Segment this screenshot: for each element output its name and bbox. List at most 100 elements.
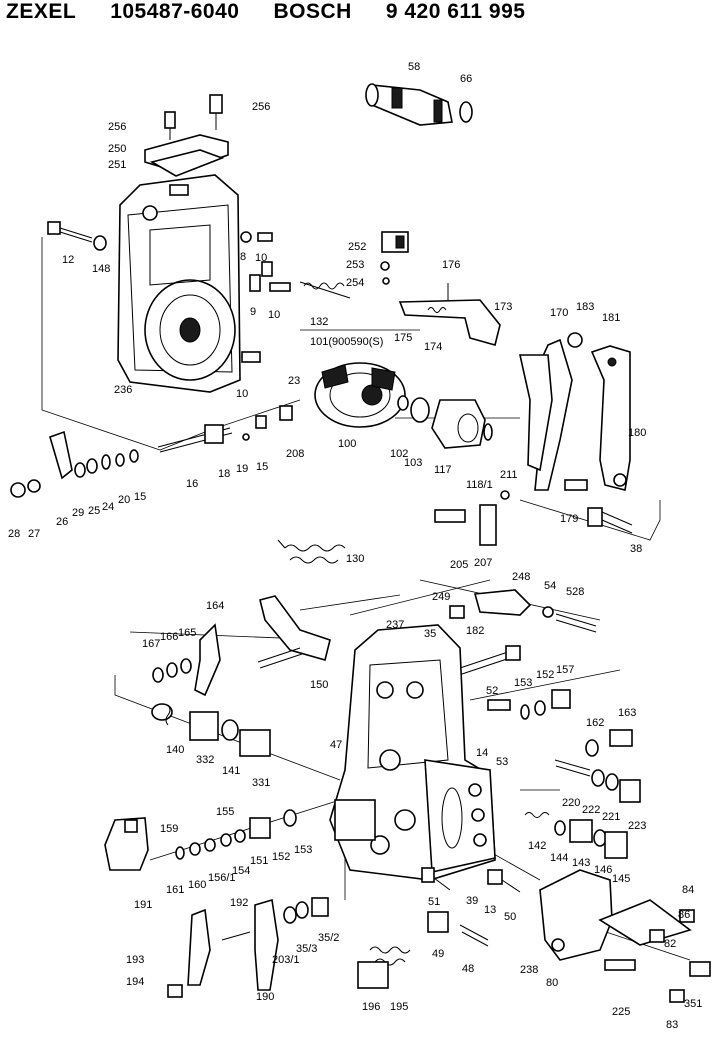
label-148: 148 xyxy=(92,263,110,275)
label-53: 53 xyxy=(496,756,508,768)
label-8: 8 xyxy=(240,251,246,263)
label-10: 10 xyxy=(255,252,267,264)
parts-142-145 xyxy=(524,812,628,859)
label-10: 10 xyxy=(236,388,248,400)
label-15: 15 xyxy=(134,491,146,503)
label-203-1: 203/1 xyxy=(272,954,300,966)
label-130: 130 xyxy=(346,553,364,565)
label-50: 50 xyxy=(504,911,516,923)
label-253: 253 xyxy=(346,259,364,271)
label-162: 162 xyxy=(586,717,604,729)
label-191: 191 xyxy=(134,899,152,911)
label-249: 249 xyxy=(432,591,450,603)
label-236: 236 xyxy=(114,384,132,396)
label-35-3: 35/3 xyxy=(296,943,317,955)
maker-label: BOSCH xyxy=(273,0,352,23)
label-152: 152 xyxy=(272,851,290,863)
label-193: 193 xyxy=(126,954,144,966)
label-83: 83 xyxy=(666,1019,678,1031)
pump-housing xyxy=(329,624,496,881)
part-205-207 xyxy=(434,490,510,546)
label-155: 155 xyxy=(216,806,234,818)
label-153: 153 xyxy=(294,844,312,856)
label-252: 252 xyxy=(348,241,366,253)
label-10: 10 xyxy=(268,309,280,321)
label-161: 161 xyxy=(166,884,184,896)
part-labels: 58 66 256 256 250 251 12 148 8 10 9 10 1… xyxy=(8,61,702,1031)
housing-side-parts xyxy=(240,231,351,363)
label-51: 51 xyxy=(428,896,440,908)
part-58-shaft xyxy=(365,83,473,126)
cover-plate-assembly xyxy=(144,94,229,177)
bracket-238 xyxy=(539,869,692,971)
part-159-191 xyxy=(104,809,297,871)
label-153: 153 xyxy=(514,677,532,689)
label-47: 47 xyxy=(330,739,342,751)
label-211: 211 xyxy=(500,469,518,481)
page-header: ZEXEL 105487-6040 BOSCH 9 420 611 995 xyxy=(6,0,525,28)
label-132: 132 xyxy=(310,316,328,328)
label-35-2: 35/2 xyxy=(318,932,339,944)
label-118-1: 118/1 xyxy=(466,479,493,491)
label-80: 80 xyxy=(546,977,558,989)
label-13: 13 xyxy=(484,904,496,916)
label-100: 100 xyxy=(338,438,356,450)
label-12: 12 xyxy=(62,254,74,266)
label-207: 207 xyxy=(474,557,492,569)
label-38: 38 xyxy=(630,543,642,555)
label-27: 27 xyxy=(28,528,40,540)
label-190: 190 xyxy=(256,991,274,1003)
label-35: 35 xyxy=(424,628,436,640)
label-150: 150 xyxy=(310,679,328,691)
flyweight-100 xyxy=(314,362,493,449)
label-52: 52 xyxy=(486,685,498,697)
label-9: 9 xyxy=(250,306,256,318)
label-208: 208 xyxy=(286,448,304,460)
label-183: 183 xyxy=(576,301,594,313)
label-144: 144 xyxy=(550,852,568,864)
label-152: 152 xyxy=(536,669,554,681)
lever-174 xyxy=(398,283,501,346)
label-145: 145 xyxy=(612,873,630,885)
lever-248 xyxy=(449,589,597,633)
label-103: 103 xyxy=(404,457,422,469)
label-179: 179 xyxy=(560,513,578,525)
label-225: 225 xyxy=(612,1006,630,1018)
label-86: 86 xyxy=(678,909,690,921)
label-19: 19 xyxy=(236,463,248,475)
label-254: 254 xyxy=(346,277,364,289)
shaft-16 xyxy=(157,405,293,453)
lever-164 xyxy=(152,623,221,697)
label-256: 256 xyxy=(252,101,270,113)
label-250: 250 xyxy=(108,143,126,155)
label-117: 117 xyxy=(434,464,452,476)
label-165: 165 xyxy=(178,627,196,639)
label-196: 196 xyxy=(362,1001,380,1013)
label-237: 237 xyxy=(386,619,404,631)
label-160: 160 xyxy=(188,879,206,891)
label-351: 351 xyxy=(684,998,702,1010)
label-195: 195 xyxy=(390,1001,408,1013)
label-331: 331 xyxy=(252,777,270,789)
bolt-38 xyxy=(587,507,633,534)
label-194: 194 xyxy=(126,976,144,988)
label-24: 24 xyxy=(102,501,114,513)
label-143: 143 xyxy=(572,857,590,869)
label-49: 49 xyxy=(432,948,444,960)
lever-170 xyxy=(519,332,583,491)
label-48: 48 xyxy=(462,963,474,975)
shaft-220 xyxy=(554,759,641,803)
label-154: 154 xyxy=(232,865,250,877)
label-140: 140 xyxy=(166,744,184,756)
label-238: 238 xyxy=(520,964,538,976)
label-102: 102 xyxy=(390,448,408,460)
bolts-51-50 xyxy=(421,867,521,893)
bolt-182 xyxy=(459,645,521,675)
label-14: 14 xyxy=(476,747,488,759)
label-28: 28 xyxy=(8,528,20,540)
lever-193 xyxy=(167,897,329,998)
label-151: 151 xyxy=(250,855,268,867)
label-251: 251 xyxy=(108,159,126,171)
label-54: 54 xyxy=(544,580,556,592)
label-174: 174 xyxy=(424,341,442,353)
